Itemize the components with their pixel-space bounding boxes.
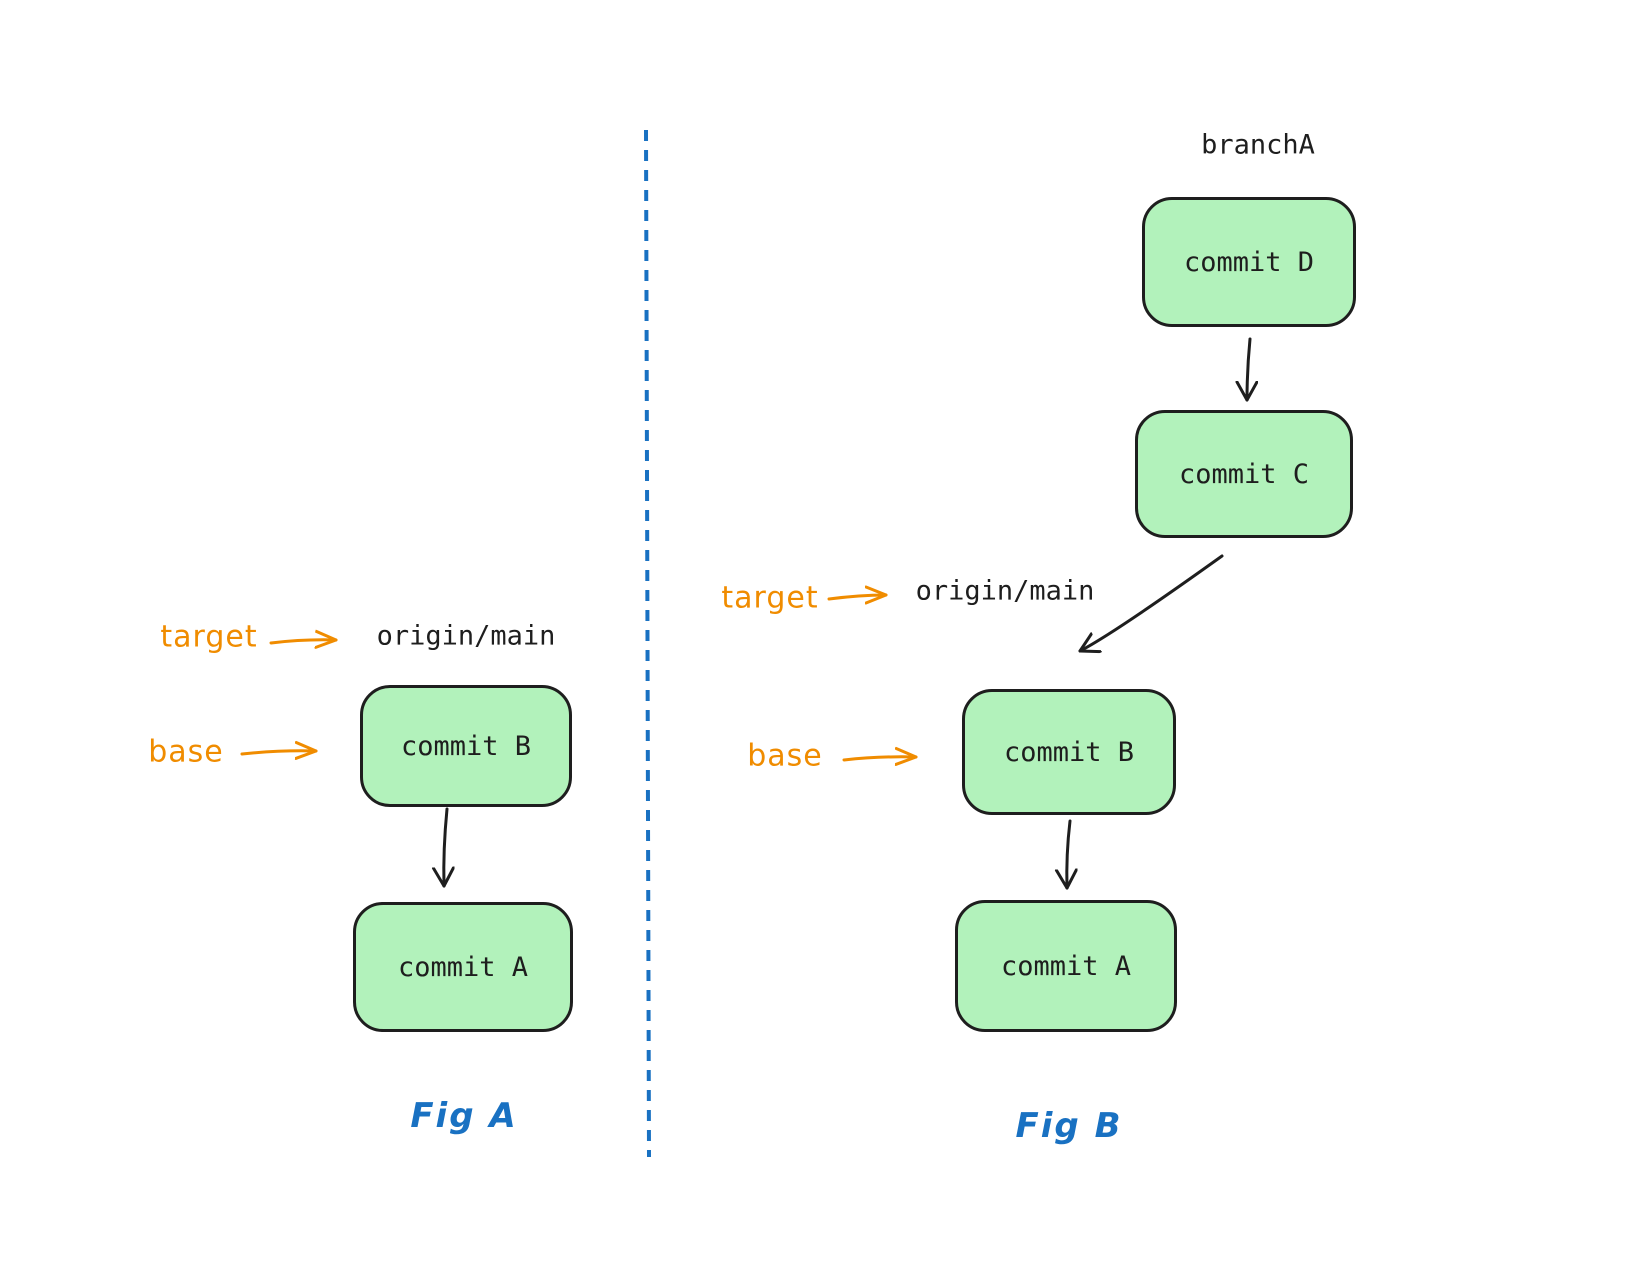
fig-b-base-label: base (747, 738, 823, 774)
fig-b-caption: Fig B (1015, 1106, 1123, 1146)
fig-a-commit-b-label: commit B (400, 730, 532, 762)
fig-a-target-label: target (160, 619, 258, 655)
fig-a-base-label: base (148, 734, 224, 770)
fig-b-commit-d-label: commit D (1183, 246, 1315, 278)
fig-b-base-arrow (842, 757, 918, 760)
fig-a-arrow-commit-b-to-commit-a (444, 807, 447, 888)
fig-a-commit-a-box: commit A (353, 902, 573, 1032)
fig-a-origin-main-ref: origin/main (376, 620, 556, 652)
fig-a-commit-a-label: commit A (397, 951, 529, 983)
fig-b-origin-main-ref: origin/main (915, 575, 1095, 607)
fig-b-arrow-commit-d-to-commit-c (1247, 337, 1250, 402)
fig-b-commit-b-label: commit B (1003, 736, 1135, 768)
fig-b-arrow-commit-b-to-commit-a (1067, 819, 1070, 890)
fig-b-commit-a-box: commit A (955, 900, 1177, 1032)
fig-b-commit-d-box: commit D (1142, 197, 1356, 327)
fig-b-curved-arrow-commit-c-to-commit-b (1078, 554, 1224, 651)
fig-b-commit-c-label: commit C (1178, 458, 1310, 490)
fig-b-target-label: target (721, 580, 819, 616)
fig-a-caption: Fig A (410, 1096, 518, 1136)
fig-a-target-arrow (269, 640, 338, 643)
fig-b-commit-c-box: commit C (1135, 410, 1353, 538)
fig-a-base-arrow (240, 751, 318, 754)
fig-a-commit-b-box: commit B (360, 685, 572, 807)
fig-b-commit-a-label: commit A (1000, 950, 1132, 982)
fig-b-target-arrow (827, 595, 888, 599)
fig-b-branch-label: branchA (1201, 129, 1315, 161)
fig-b-commit-b-box: commit B (962, 689, 1176, 815)
divider-dashed-line (644, 129, 651, 1158)
